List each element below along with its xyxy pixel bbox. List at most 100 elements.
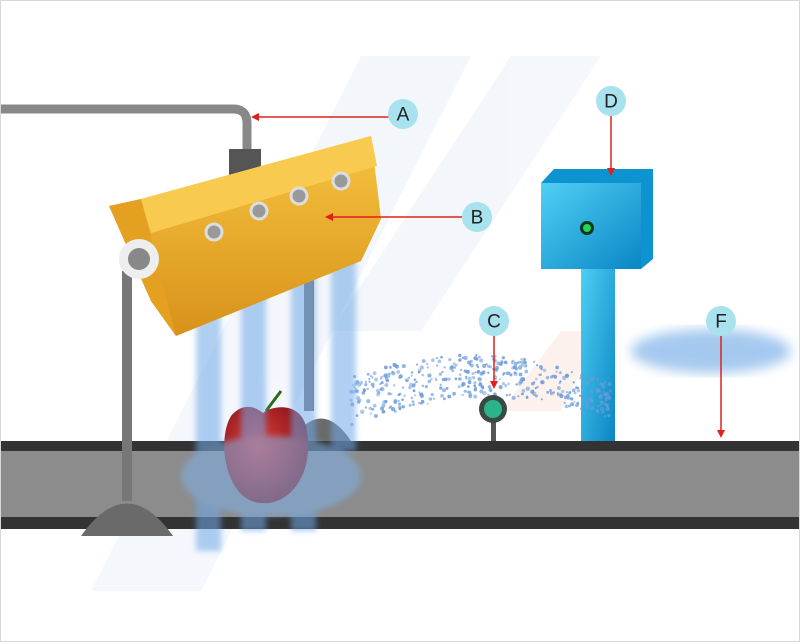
droplet — [427, 379, 432, 384]
droplet — [458, 377, 461, 380]
droplet — [388, 406, 391, 409]
droplet — [466, 390, 470, 394]
droplet — [474, 371, 477, 374]
droplet — [603, 414, 607, 418]
droplet — [372, 403, 377, 408]
droplet — [457, 385, 461, 389]
droplet — [390, 392, 393, 396]
droplet — [595, 409, 600, 413]
droplet — [471, 372, 475, 376]
droplet — [380, 406, 385, 411]
droplet — [426, 366, 429, 369]
droplet — [461, 356, 464, 359]
droplet — [595, 389, 600, 393]
droplet — [366, 387, 369, 391]
droplet — [368, 406, 373, 411]
droplet — [410, 370, 414, 374]
droplet — [601, 401, 605, 405]
droplet — [600, 406, 605, 412]
droplet — [500, 360, 504, 363]
droplet — [461, 393, 464, 397]
droplet — [408, 403, 412, 407]
droplet — [468, 392, 473, 397]
droplet — [466, 385, 470, 389]
droplet — [573, 400, 576, 403]
droplet — [417, 401, 421, 405]
droplet — [465, 375, 468, 378]
droplet — [501, 356, 505, 360]
sensor-c — [479, 395, 507, 441]
droplet — [580, 407, 584, 411]
droplet — [518, 372, 523, 377]
droplet — [467, 376, 472, 381]
droplet — [414, 394, 417, 397]
droplet — [609, 389, 613, 393]
droplet — [605, 397, 608, 400]
droplet — [439, 383, 442, 386]
droplet — [441, 370, 444, 374]
droplet — [489, 389, 492, 392]
label-f: F — [715, 312, 727, 333]
droplet — [473, 356, 478, 361]
droplet — [501, 381, 506, 386]
droplet — [490, 355, 494, 358]
droplet — [431, 358, 435, 362]
droplet — [573, 391, 577, 395]
droplet — [366, 372, 370, 376]
droplet — [396, 369, 401, 374]
droplet — [596, 377, 600, 381]
droplet — [473, 384, 477, 388]
droplet — [575, 403, 579, 408]
droplet — [465, 369, 470, 374]
droplet — [474, 386, 477, 390]
droplet — [555, 365, 560, 370]
droplet — [376, 392, 381, 397]
droplet — [384, 399, 388, 404]
droplet — [475, 353, 478, 357]
droplet — [380, 381, 384, 385]
droplet — [370, 382, 375, 387]
droplet — [379, 382, 382, 386]
droplet — [473, 381, 477, 385]
droplet — [518, 360, 522, 364]
droplet — [578, 394, 582, 397]
droplet — [401, 364, 406, 369]
spray-droplets — [349, 353, 613, 427]
droplet — [364, 406, 368, 409]
droplet — [412, 403, 415, 406]
label-c: C — [487, 312, 501, 333]
droplet — [362, 388, 366, 392]
droplet — [383, 365, 388, 370]
water-curtain — [181, 251, 361, 551]
droplet — [388, 372, 391, 376]
label-a: A — [397, 105, 410, 126]
droplet — [467, 380, 472, 385]
droplet — [530, 389, 535, 394]
droplet — [398, 405, 402, 410]
droplet — [398, 374, 403, 379]
droplet — [442, 397, 446, 401]
droplet — [590, 377, 594, 381]
droplet — [432, 397, 436, 400]
droplet — [498, 378, 501, 381]
droplet — [443, 365, 446, 369]
droplet — [440, 393, 444, 398]
droplet — [535, 364, 539, 367]
droplet — [374, 377, 379, 382]
droplet — [364, 383, 368, 387]
droplet — [372, 371, 377, 376]
droplet — [413, 378, 417, 382]
droplet — [510, 360, 514, 363]
droplet — [412, 389, 416, 393]
droplet — [481, 385, 484, 389]
droplet — [447, 377, 451, 381]
droplet — [565, 391, 569, 394]
droplet — [360, 409, 365, 414]
droplet — [566, 393, 570, 398]
droplet — [508, 371, 511, 374]
label-b: B — [471, 208, 484, 229]
droplet — [451, 369, 455, 373]
droplet — [604, 380, 607, 383]
droplet — [540, 380, 545, 385]
